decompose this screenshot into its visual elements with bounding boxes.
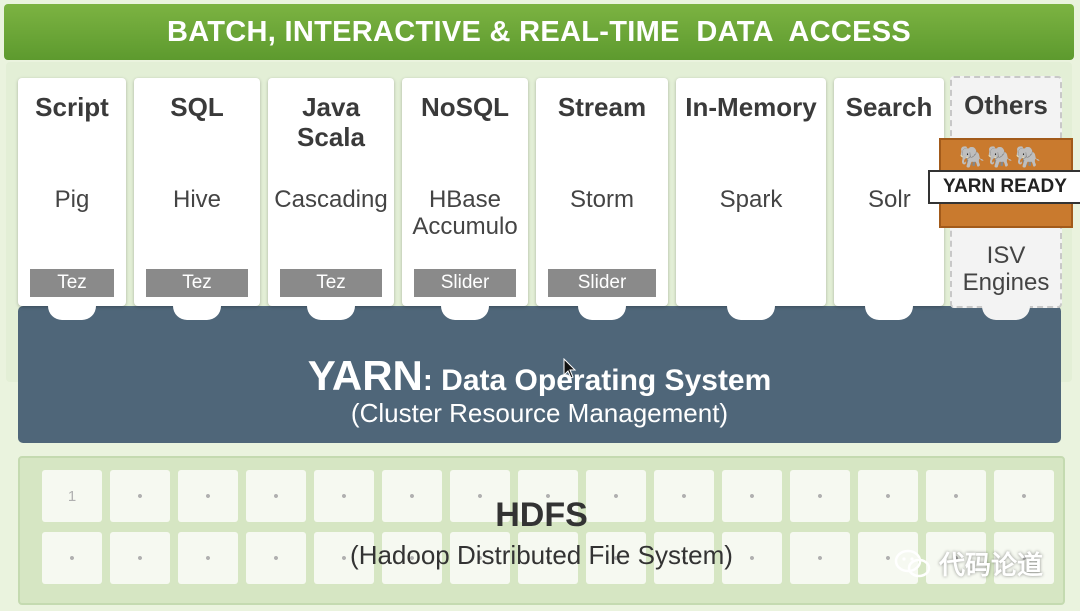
column-title: NoSQL: [420, 92, 510, 122]
column-badge: Slider: [548, 269, 656, 297]
column-tool: Spark: [719, 186, 783, 213]
column-title: Java Scala: [297, 92, 365, 152]
column-badge: Tez: [146, 269, 248, 297]
hdfs-block: •: [450, 532, 510, 584]
hdfs-block: •: [314, 470, 374, 522]
column-tool: ISV Engines: [962, 242, 1050, 296]
hdfs-block: •: [790, 532, 850, 584]
wechat-icon: [894, 549, 931, 577]
hdfs-block: •: [722, 532, 782, 584]
hdfs-layer: 1••••••••••••••••••••••••••••• HDFS (Had…: [18, 456, 1065, 605]
yarn-title: YARN: Data Operating System: [18, 352, 1061, 400]
yarn-layer: YARN: Data Operating System (Cluster Res…: [18, 306, 1061, 443]
column-title: Script: [35, 92, 109, 122]
hdfs-block: •: [654, 532, 714, 584]
yarn-subtitle: (Cluster Resource Management): [350, 398, 729, 428]
column-tool: Hive: [172, 186, 221, 213]
hdfs-block: •: [382, 470, 442, 522]
header-title: BATCH, INTERACTIVE & REAL-TIME DATA ACCE…: [166, 15, 912, 48]
column-tool: Cascading: [274, 186, 388, 213]
hdfs-block: •: [314, 532, 374, 584]
header-banner: BATCH, INTERACTIVE & REAL-TIME DATA ACCE…: [4, 4, 1074, 60]
engine-column-stream: Stream Storm Slider: [536, 78, 668, 320]
column-badge: Tez: [30, 269, 114, 297]
engine-column-in-memory: In-Memory Spark: [676, 78, 826, 320]
hdfs-block: •: [994, 532, 1054, 584]
hdfs-block: •: [858, 470, 918, 522]
column-tool: HBase Accumulo: [412, 186, 518, 240]
column-connector: [48, 304, 96, 320]
hdfs-block: •: [382, 532, 442, 584]
engine-column-script: Script Pig Tez: [18, 78, 126, 320]
hdfs-block: •: [518, 532, 578, 584]
column-connector: [307, 304, 355, 320]
column-connector: [982, 304, 1030, 320]
hdfs-block: •: [654, 470, 714, 522]
hdfs-block: •: [858, 532, 918, 584]
hdfs-block: •: [178, 470, 238, 522]
hdfs-block: •: [586, 470, 646, 522]
column-title: SQL: [170, 92, 224, 122]
hdfs-block: •: [110, 470, 170, 522]
column-connector: [727, 304, 775, 320]
hdfs-block: •: [246, 532, 306, 584]
hdfs-block: •: [586, 532, 646, 584]
engine-column-java-scala: Java Scala Cascading Tez: [268, 78, 394, 320]
watermark-text: 代码论道: [939, 550, 1044, 580]
hdfs-block: •: [926, 470, 986, 522]
hdfs-block: •: [994, 470, 1054, 522]
column-connector: [578, 304, 626, 320]
yarn-ready-label: YARN READY: [928, 170, 1080, 204]
engine-column-search: Search Solr: [834, 78, 944, 320]
engine-column-sql: SQL Hive Tez: [134, 78, 260, 320]
watermark: 代码论道: [893, 545, 1043, 582]
column-connector: [441, 304, 489, 320]
elephants-icon: 🐘🐘🐘: [959, 146, 1044, 169]
yarn-name: YARN: [307, 352, 423, 399]
column-badge: Tez: [280, 269, 382, 297]
column-connector: [865, 304, 913, 320]
column-title: In-Memory: [685, 92, 817, 122]
hdfs-block: •: [246, 470, 306, 522]
column-title: Search: [845, 92, 933, 122]
hdfs-block: •: [178, 532, 238, 584]
column-tool: Pig: [54, 186, 90, 213]
column-badge: Slider: [414, 269, 516, 297]
column-tool: Solr: [868, 186, 911, 213]
hdfs-block: •: [926, 532, 986, 584]
hdfs-block: •: [110, 532, 170, 584]
hdfs-block: •: [518, 470, 578, 522]
column-title: Stream: [557, 92, 647, 122]
hdfs-block: 1: [42, 470, 102, 522]
column-tool: Storm: [569, 186, 634, 213]
column-connector: [173, 304, 221, 320]
hdfs-subtitle: (Hadoop Distributed File System): [350, 540, 733, 570]
yarn-title-rest: : Data Operating System: [422, 364, 772, 397]
hdfs-block: •: [42, 532, 102, 584]
hdfs-block: •: [722, 470, 782, 522]
column-title: Others: [964, 90, 1048, 120]
hdfs-block: •: [450, 470, 510, 522]
engine-column-nosql: NoSQL HBase Accumulo Slider: [402, 78, 528, 320]
mouse-cursor-icon: [563, 358, 577, 379]
hdfs-block: •: [790, 470, 850, 522]
hdfs-title: HDFS: [495, 496, 588, 534]
